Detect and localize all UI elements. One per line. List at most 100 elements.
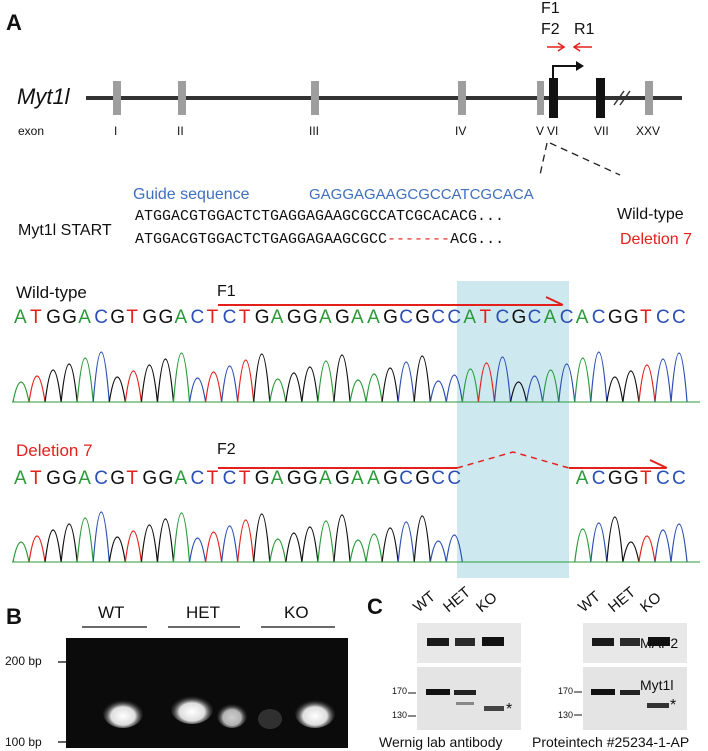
del-peak [76, 517, 94, 563]
wt-peak [124, 370, 142, 403]
del-peak [237, 519, 255, 563]
wt-base: C [559, 307, 574, 328]
del-base: A [174, 468, 188, 489]
primer-r1-label: R1 [574, 21, 595, 38]
wt-peak [60, 363, 78, 403]
wt-base: C [190, 307, 205, 328]
del-peak [301, 526, 319, 563]
del-peak [92, 511, 110, 563]
wt-peak [269, 378, 287, 403]
del-peak [253, 513, 271, 563]
wt-peak [188, 377, 207, 403]
gel-marker-100: 100 bp [5, 735, 42, 749]
gel-figure [58, 626, 348, 748]
del-peak [188, 537, 207, 563]
blot-left-myt1l [417, 667, 521, 730]
wt-peak [237, 359, 255, 403]
wt-base: A [575, 307, 589, 328]
myt1l-start-label: Myt1l START [18, 222, 112, 239]
del-base: G [254, 468, 270, 489]
wt-base: G [511, 307, 527, 328]
gel-image [66, 638, 348, 748]
wt-peak [317, 360, 335, 403]
wt-base: G [335, 307, 350, 328]
exon-2 [178, 81, 186, 115]
wt-peak [542, 369, 560, 403]
wt-base: C [431, 307, 446, 328]
exon-5 [537, 81, 544, 115]
del-peak [317, 520, 335, 563]
exon-7-label: VII [594, 124, 609, 138]
del-base: A [575, 468, 589, 489]
del-base: T [238, 468, 251, 489]
gel-marker-200: 200 bp [5, 654, 42, 668]
wt-base: C [94, 307, 108, 328]
wt-base: G [46, 307, 61, 328]
exon-25 [645, 81, 653, 115]
wt-base: G [383, 307, 398, 328]
wt-peak [461, 368, 479, 403]
wt-base: G [254, 307, 270, 328]
wt-peak [156, 358, 175, 403]
blot-right-marker-130: 130 [558, 710, 574, 720]
del-base: G [286, 468, 302, 489]
wt-peak [509, 381, 528, 403]
tss-arrowhead [576, 61, 584, 71]
wt-base: A [270, 307, 284, 328]
del-peak [397, 521, 415, 563]
wt-peak [253, 353, 271, 403]
wt-base: A [318, 307, 332, 328]
wt-base: A [463, 307, 477, 328]
del-peak [108, 536, 126, 563]
del-base: G [302, 468, 318, 489]
wt-base: G [607, 307, 623, 328]
wt-peak [574, 357, 592, 403]
blot-left-marker-170: 170 [392, 686, 408, 696]
wt-peak [606, 376, 624, 403]
gel-lane-wt: WT [98, 603, 125, 622]
del-base: G [158, 468, 174, 489]
gel-band-ko-faint [258, 709, 282, 729]
wt-base: A [543, 307, 557, 328]
del-peak [429, 540, 447, 563]
protein-myt1l-label: Myt1l [640, 677, 674, 693]
wt-base: T [206, 307, 219, 328]
del-peak [590, 522, 608, 563]
del-base: G [46, 468, 61, 489]
del-base: T [639, 468, 652, 489]
antibody-wernig-label: Wernig lab antibody [379, 734, 503, 750]
exon-1 [113, 81, 121, 115]
wt-peak [221, 365, 239, 403]
deletion-dashes: ------- [387, 231, 451, 248]
del-peak [670, 523, 688, 563]
del-peak [654, 529, 672, 563]
wt-peak [76, 357, 94, 403]
wt-peak [349, 379, 367, 403]
wt-peak [526, 375, 544, 403]
blot-right-myt1l [583, 667, 687, 730]
wt-peak [205, 371, 223, 403]
wt-peak [558, 363, 576, 403]
panel-a-letter: A [6, 10, 22, 35]
wt-base: C [591, 307, 606, 328]
wt-peak [108, 376, 126, 403]
del-base: G [415, 468, 431, 489]
del-peak [156, 518, 175, 563]
del-aligned-sequence: ATGGACGTGGACTCTGAGGAGAAGCGCC-------ACG..… [135, 231, 505, 248]
wt-base: C [222, 307, 237, 328]
wt-base: G [415, 307, 431, 328]
del-trace-label: Deletion 7 [16, 441, 93, 460]
wt-base: T [30, 307, 42, 328]
wt-base: C [656, 307, 670, 328]
wt-peak [413, 355, 431, 403]
blot-right-marker-170: 170 [558, 686, 574, 696]
wt-aligned-sequence: ATGGACGTGGACTCTGAGGAGAAGCGCCATCGCACACG..… [135, 208, 505, 225]
protein-map2-label: MAP2 [640, 635, 679, 651]
wt-base: T [126, 307, 138, 328]
wt-base: A [174, 307, 188, 328]
western-blots [408, 623, 687, 730]
primer-f-arrow [547, 42, 566, 52]
wt-peak [301, 366, 319, 403]
del-base: G [383, 468, 398, 489]
del-chromatogram [12, 511, 700, 563]
